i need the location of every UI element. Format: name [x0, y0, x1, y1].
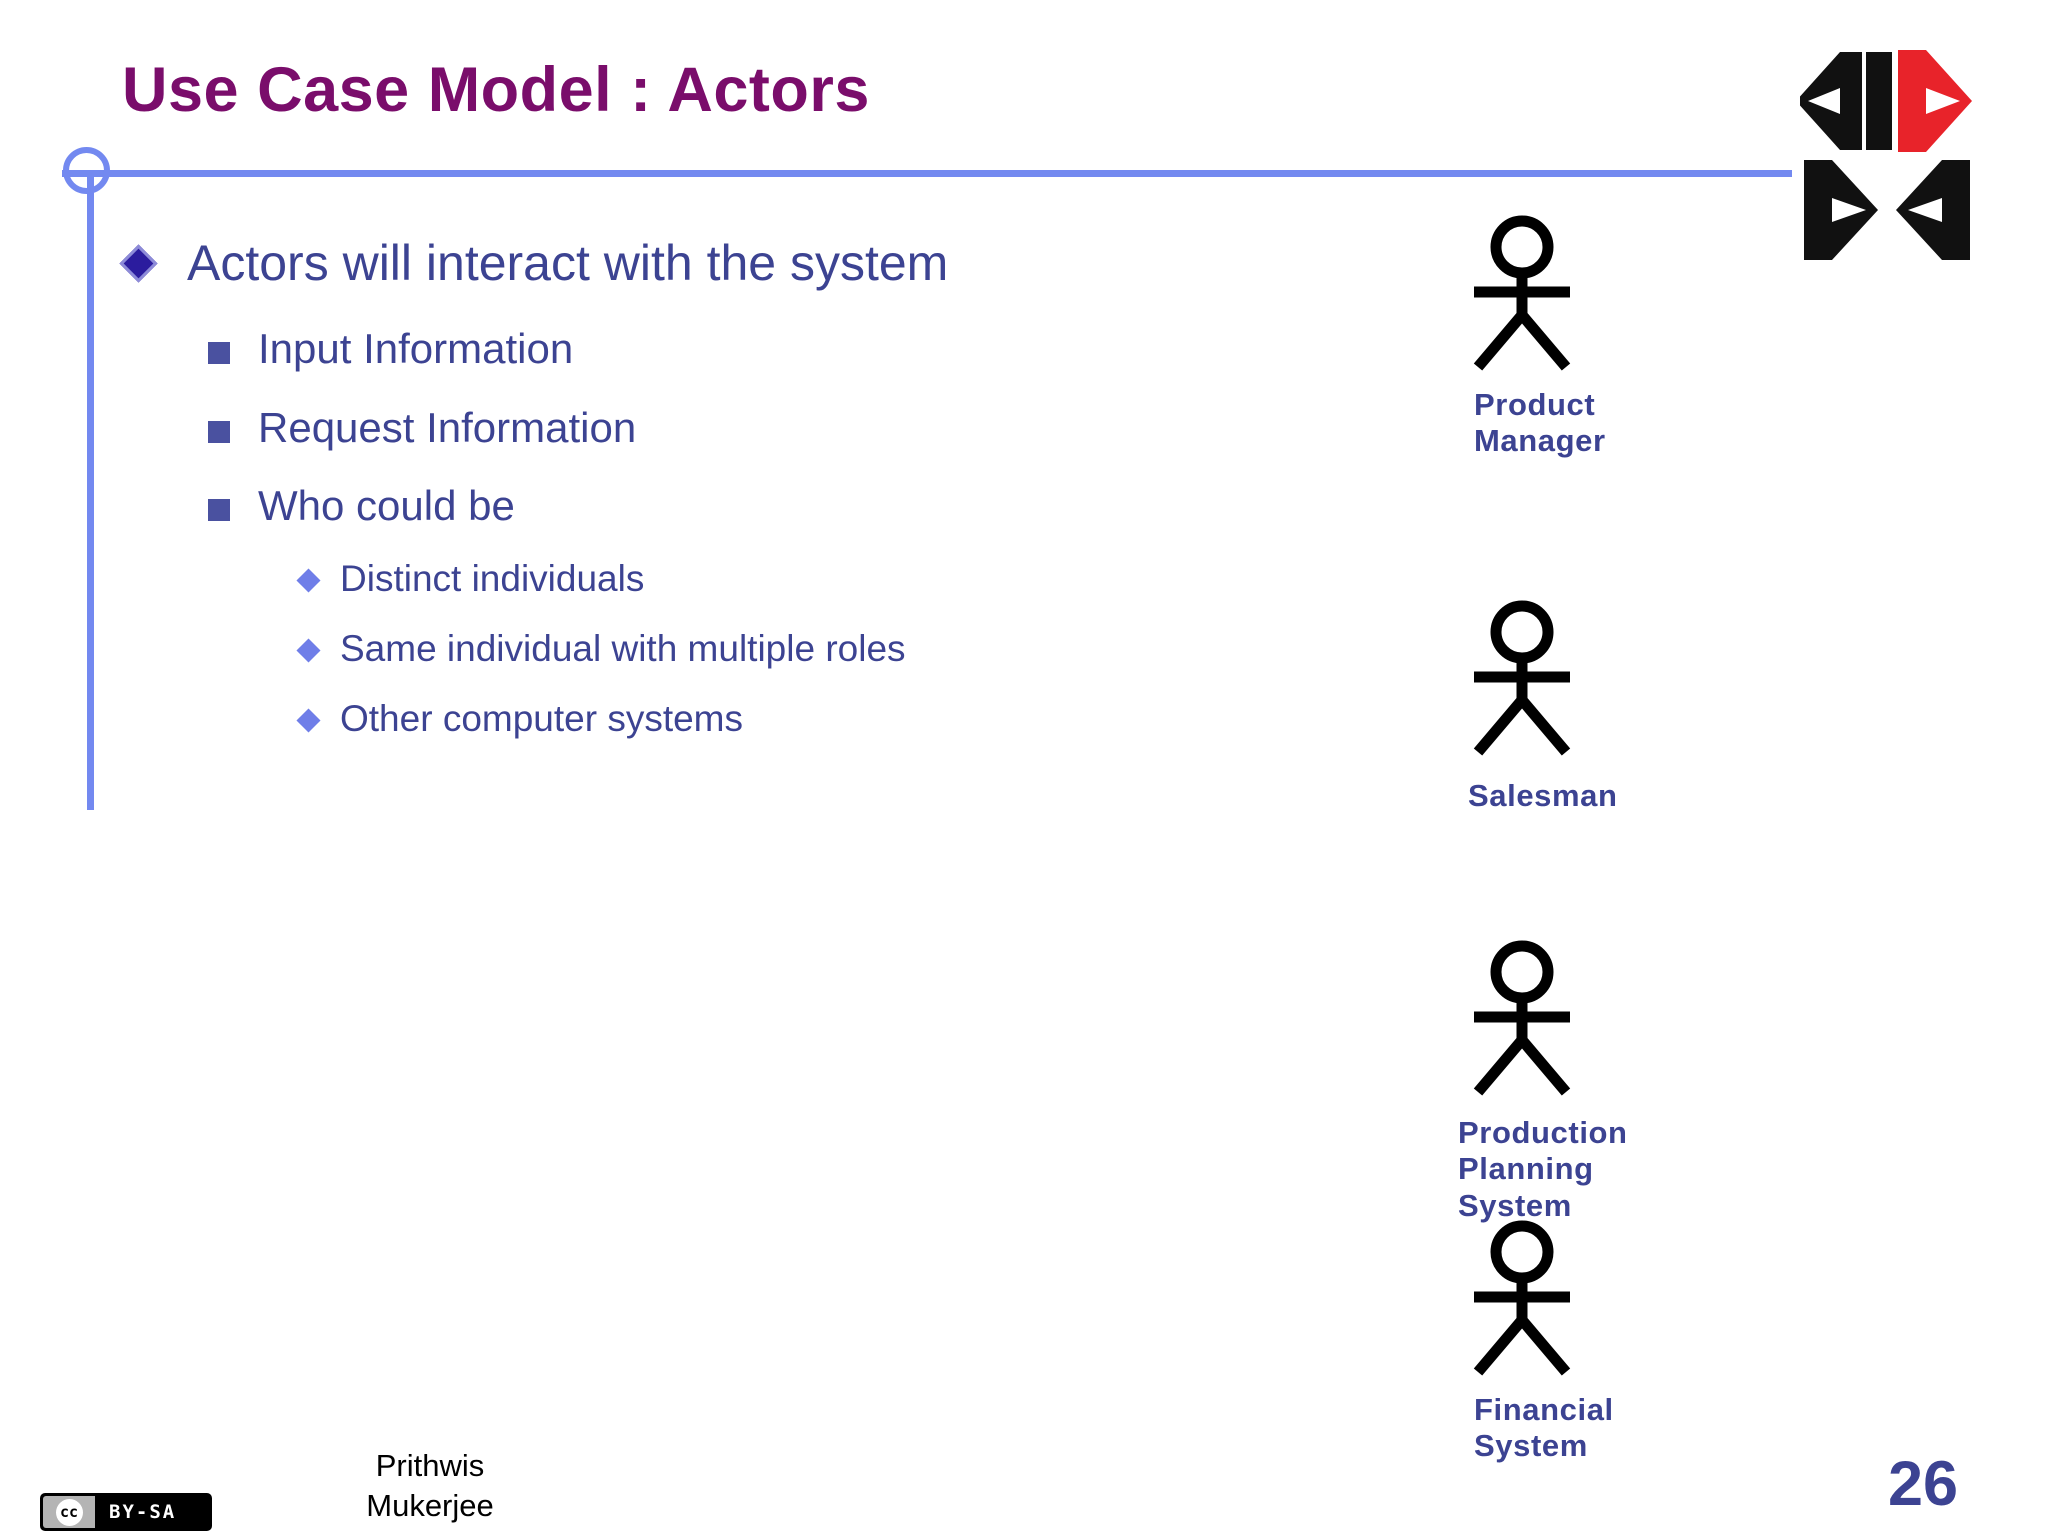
bullet-level3-item: Other computer systems — [110, 694, 1160, 744]
bullet-level3-item: Same individual with multiple roles — [110, 624, 1160, 674]
bullet-level2-text: Who could be — [258, 482, 515, 530]
actor-label: Financial System — [1474, 1392, 1614, 1464]
bullet-level1-item: Actors will interact with the system — [110, 228, 1047, 298]
creative-commons-license-badge[interactable]: cc BY-SA — [40, 1493, 212, 1531]
bullet-level3-item: Distinct individuals — [110, 554, 1160, 604]
bullet-level2-text: Request Information — [258, 403, 637, 451]
bullet-level3-text: Other computer systems — [340, 697, 744, 739]
page-number: 26 — [1888, 1449, 1959, 1519]
stick-figure-actor-icon — [1460, 1220, 1620, 1385]
bullet-level3-text: Same individual with multiple roles — [340, 627, 906, 669]
actor-label: Salesman — [1468, 778, 1618, 813]
actor-label: Production Planning System — [1458, 1115, 1628, 1223]
content-left-accent-line — [87, 173, 94, 810]
bullet-level2-item: Request Information — [110, 401, 1390, 456]
square-bullet-icon — [208, 420, 230, 443]
stick-figure-actor-icon — [1460, 215, 1620, 380]
small-diamond-bullet-icon — [296, 708, 321, 733]
small-diamond-bullet-icon — [296, 638, 321, 663]
square-bullet-icon — [208, 342, 230, 364]
author-credit: Prithwis Mukerjee — [366, 1448, 494, 1524]
bullet-level1-text: Actors will interact with the system — [187, 235, 949, 291]
bullet-level2-item: Input Information — [110, 322, 1390, 377]
small-diamond-bullet-icon — [296, 568, 321, 593]
stick-figure-actor-icon — [1460, 600, 1620, 765]
cc-mark-icon: cc — [43, 1496, 95, 1528]
bullet-list: Actors will interact with the system Inp… — [110, 228, 1390, 744]
header-ring-decoration-icon — [63, 147, 110, 194]
bullet-level3-text: Distinct individuals — [340, 557, 645, 599]
header-divider-line — [62, 170, 1792, 177]
diamond-bullet-icon — [119, 244, 158, 283]
stick-figure-actor-icon — [1460, 940, 1620, 1105]
kk-logo — [1796, 30, 2005, 260]
license-terms-label: BY-SA — [109, 1501, 177, 1523]
actor-label: Product Manager — [1474, 387, 1606, 459]
bullet-level2-text: Input Information — [258, 325, 574, 372]
page-title: Use Case Model : Actors — [122, 55, 870, 125]
bullet-level2-item: Who could be — [110, 479, 1390, 534]
cc-circle-glyph: cc — [55, 1498, 83, 1526]
square-bullet-icon — [208, 499, 230, 522]
